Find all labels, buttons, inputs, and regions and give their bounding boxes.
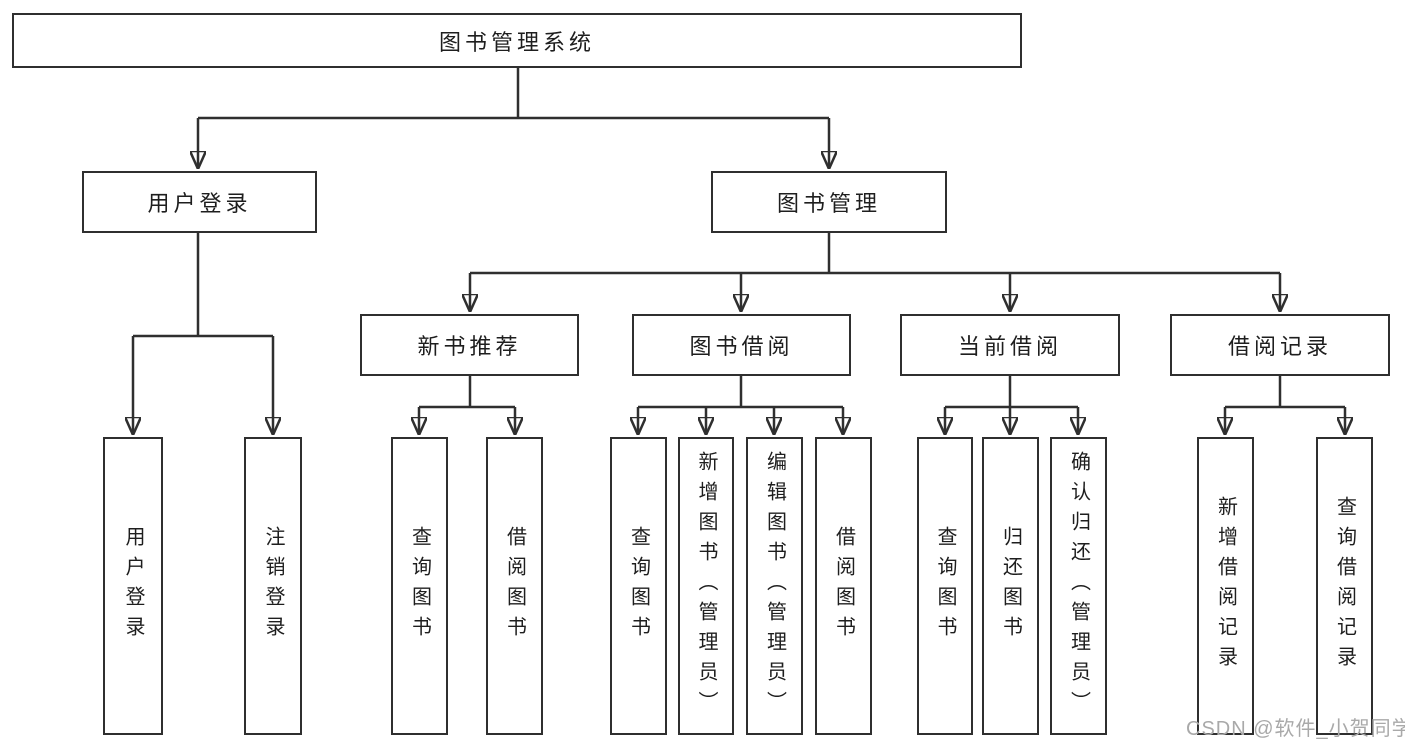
leaf-current-return-book: 归还图书 [982,437,1039,735]
leaf-user-login: 用户登录 [103,437,163,735]
leaf-borrow-edit-book-admin: 编辑图书（管理员） [746,437,803,735]
leaf-newrec-borrow-book: 借阅图书 [486,437,543,735]
leaf-borrow-add-book-admin: 新增图书（管理员） [678,437,734,735]
connectors-root [198,68,829,167]
leaf-current-confirm-return-admin: 确认归还（管理员） [1050,437,1107,735]
leaf-current-query-book: 查询图书 [917,437,973,735]
csdn-watermark: CSDN @软件_小贺同学 [1186,718,1405,740]
node-new-book-recommend: 新书推荐 [360,314,579,376]
connectors-book-management [470,233,1280,310]
connectors-borrow-records [1225,376,1345,433]
leaf-newrec-query-book: 查询图书 [391,437,448,735]
leaf-borrow-query-book: 查询图书 [610,437,667,735]
node-current-borrow: 当前借阅 [900,314,1120,376]
leaf-records-add-record: 新增借阅记录 [1197,437,1254,735]
leaf-logout-login: 注销登录 [244,437,302,735]
node-book-management: 图书管理 [711,171,947,233]
connectors-book-borrow [638,376,843,433]
connectors-current-borrow [945,376,1078,433]
node-user-login: 用户登录 [82,171,317,233]
connectors-user-login [133,233,273,433]
leaf-borrow-borrow-book: 借阅图书 [815,437,872,735]
node-book-borrow: 图书借阅 [632,314,851,376]
node-borrow-records: 借阅记录 [1170,314,1390,376]
node-system-root: 图书管理系统 [12,13,1022,68]
connectors-new-book-recommend [419,376,515,433]
leaf-records-query-record: 查询借阅记录 [1316,437,1373,735]
